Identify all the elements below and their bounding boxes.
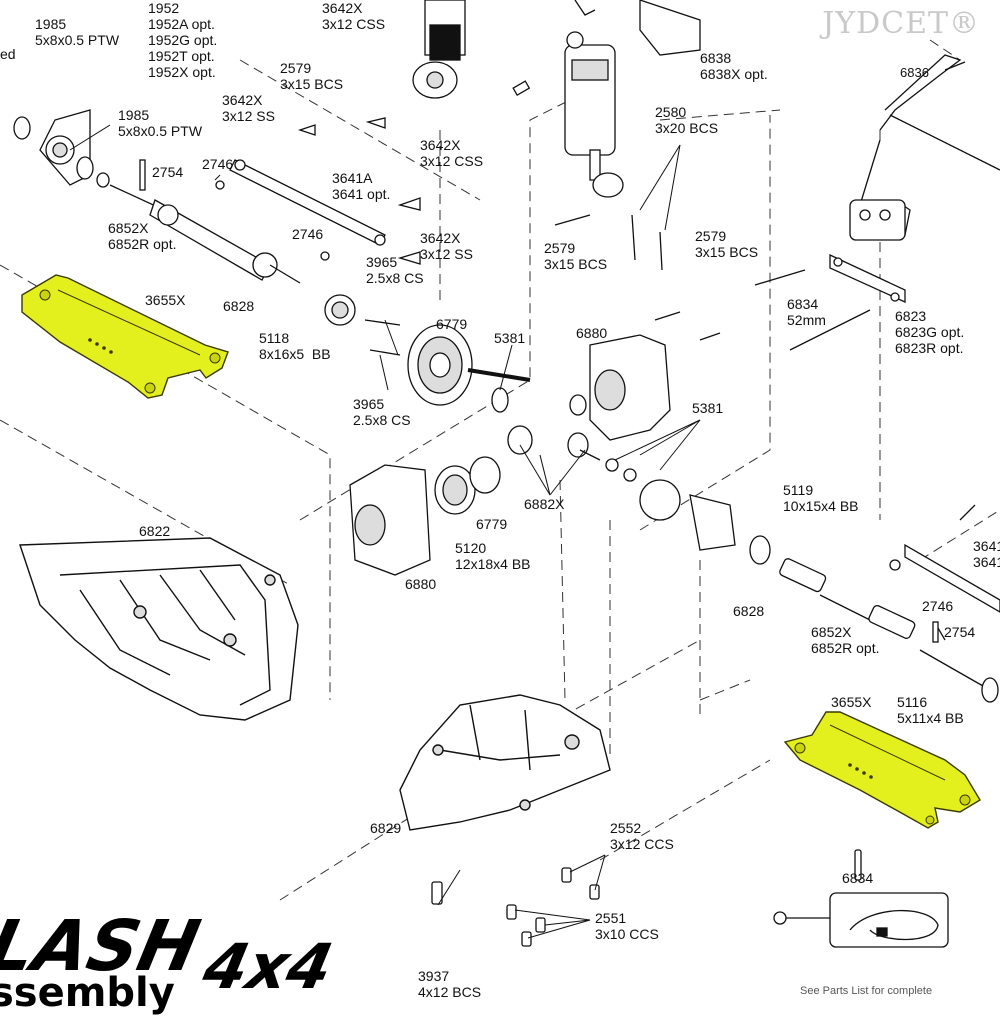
suspension-arm-left: [21, 274, 229, 399]
label-6779-a: 6779: [436, 316, 468, 332]
label-6834-b: 6834: [842, 870, 874, 886]
chassis-brace-6822: [19, 537, 299, 721]
label-2754-b: 2754: [944, 624, 976, 640]
label-6829: 6829: [370, 820, 402, 836]
label-6828-a: 6828: [223, 298, 255, 314]
screws-bottom: [431, 849, 862, 947]
label-6882x: 6882X: [524, 496, 565, 512]
label-2746-a: 2746: [202, 156, 234, 172]
label-6880-a: 6880: [576, 325, 608, 341]
suspension-arm-right: [783, 711, 981, 829]
upper-left-parts: [13, 109, 421, 326]
label-3655x-b: 3655X: [831, 694, 872, 710]
watermark: JYDCET®: [822, 6, 980, 41]
label-6779-b: 6779: [476, 516, 508, 532]
label-2746-b: 2746: [292, 226, 324, 242]
label-6828-b: 6828: [733, 603, 765, 619]
upper-right-parts: [554, 54, 1000, 351]
brand-title-4x4: 4x4: [197, 930, 340, 1003]
shock-assembly: [412, 0, 701, 198]
label-6822: 6822: [139, 523, 171, 539]
label-6836: 6836: [900, 65, 929, 80]
ring-gear-assembly: [364, 319, 681, 521]
label-3655x-a: 3655X: [145, 292, 186, 308]
right-driveshaft-parts: [779, 504, 1000, 703]
footnote: See Parts List for complete: [800, 985, 933, 997]
label-ed: ed: [0, 46, 16, 62]
leader-lines: [69, 124, 701, 939]
label-6880-b: 6880: [405, 576, 437, 592]
label-5381-a: 5381: [494, 330, 526, 346]
diff-housings: [349, 334, 771, 576]
label-3641-right: 36413641: [973, 538, 1000, 570]
label-2754-a: 2754: [152, 164, 184, 180]
label-2746-c: 2746: [922, 598, 954, 614]
label-5381-b: 5381: [692, 400, 724, 416]
cable-tie-inset: [773, 892, 949, 948]
assembly-heading: ssembly: [0, 970, 175, 1016]
skid-plate-6829: [399, 694, 611, 831]
